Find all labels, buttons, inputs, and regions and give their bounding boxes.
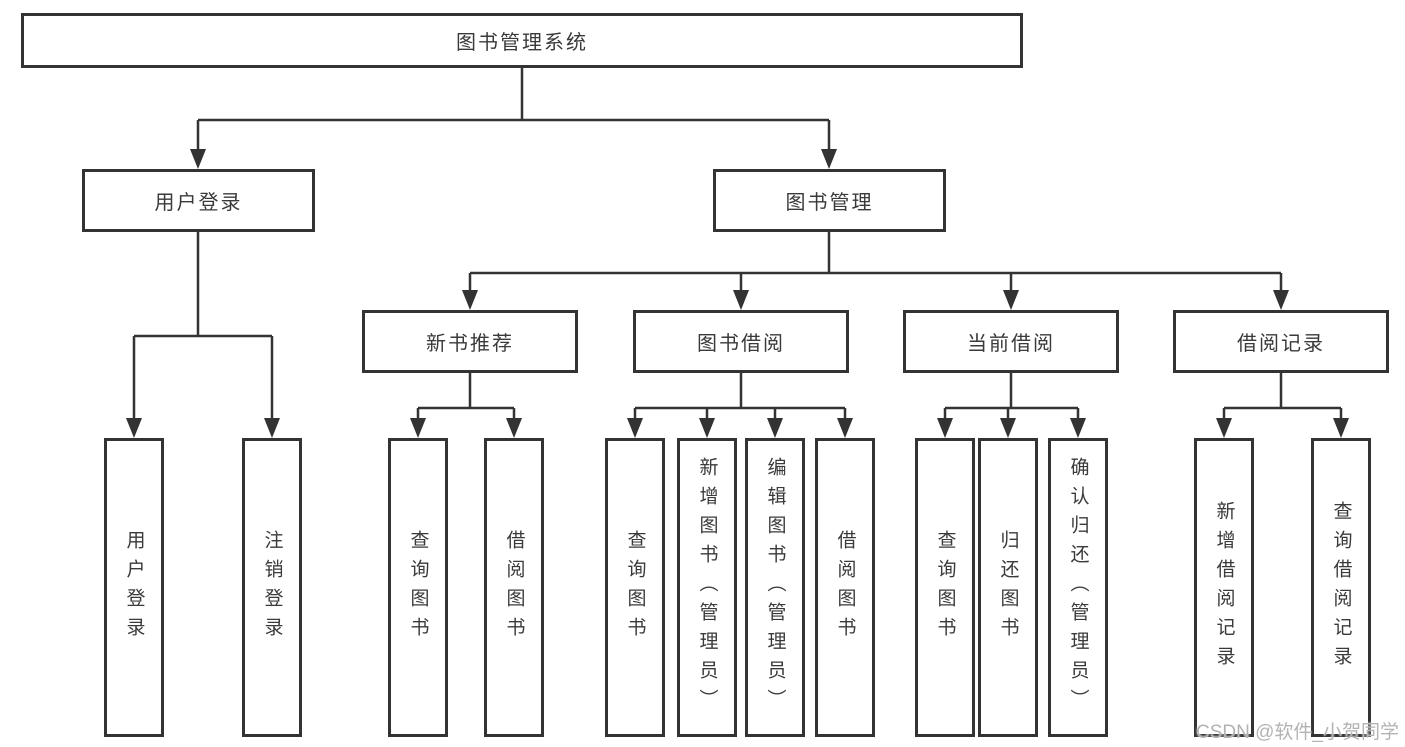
leaf-user-login: 用户登录	[104, 438, 164, 737]
node-new-book-recommendation: 新书推荐	[362, 310, 578, 373]
node-root-label: 图书管理系统	[456, 32, 588, 54]
node-book-management-label: 图书管理	[785, 192, 874, 214]
leaf-query-book-recommend: 查询图书	[388, 438, 448, 737]
leaf-confirm-return-admin: 确认归还（管理员）	[1048, 438, 1108, 737]
node-book-borrowing-label: 图书借阅	[697, 333, 785, 355]
node-user-login-group: 用户登录	[82, 169, 315, 232]
leaf-return-book: 归还图书	[978, 438, 1038, 737]
leaf-query-book-borrowing: 查询图书	[605, 438, 665, 737]
node-borrowing-records: 借阅记录	[1173, 310, 1389, 373]
node-book-borrowing: 图书借阅	[633, 310, 849, 373]
leaf-query-book-current: 查询图书	[915, 438, 975, 737]
arrowheads	[126, 149, 1349, 438]
leaf-add-book-admin: 新增图书（管理员）	[677, 438, 737, 737]
leaf-logout: 注销登录	[242, 438, 302, 737]
csdn-watermark: CSDN @软件_小贺同学	[1196, 722, 1399, 743]
leaf-edit-book-admin: 编辑图书（管理员）	[745, 438, 805, 737]
leaf-borrow-book-borrowing: 借阅图书	[815, 438, 875, 737]
node-root-system: 图书管理系统	[21, 13, 1023, 68]
leaf-borrow-book-recommend: 借阅图书	[484, 438, 544, 737]
node-current-borrowing-label: 当前借阅	[967, 333, 1055, 355]
leaf-add-borrow-record: 新增借阅记录	[1194, 438, 1254, 737]
leaf-query-borrow-record: 查询借阅记录	[1311, 438, 1371, 737]
node-user-login-label: 用户登录	[154, 192, 243, 214]
node-new-book-recommendation-label: 新书推荐	[426, 333, 514, 355]
node-current-borrowing: 当前借阅	[903, 310, 1119, 373]
node-book-management: 图书管理	[713, 169, 946, 232]
node-borrowing-records-label: 借阅记录	[1237, 333, 1325, 355]
